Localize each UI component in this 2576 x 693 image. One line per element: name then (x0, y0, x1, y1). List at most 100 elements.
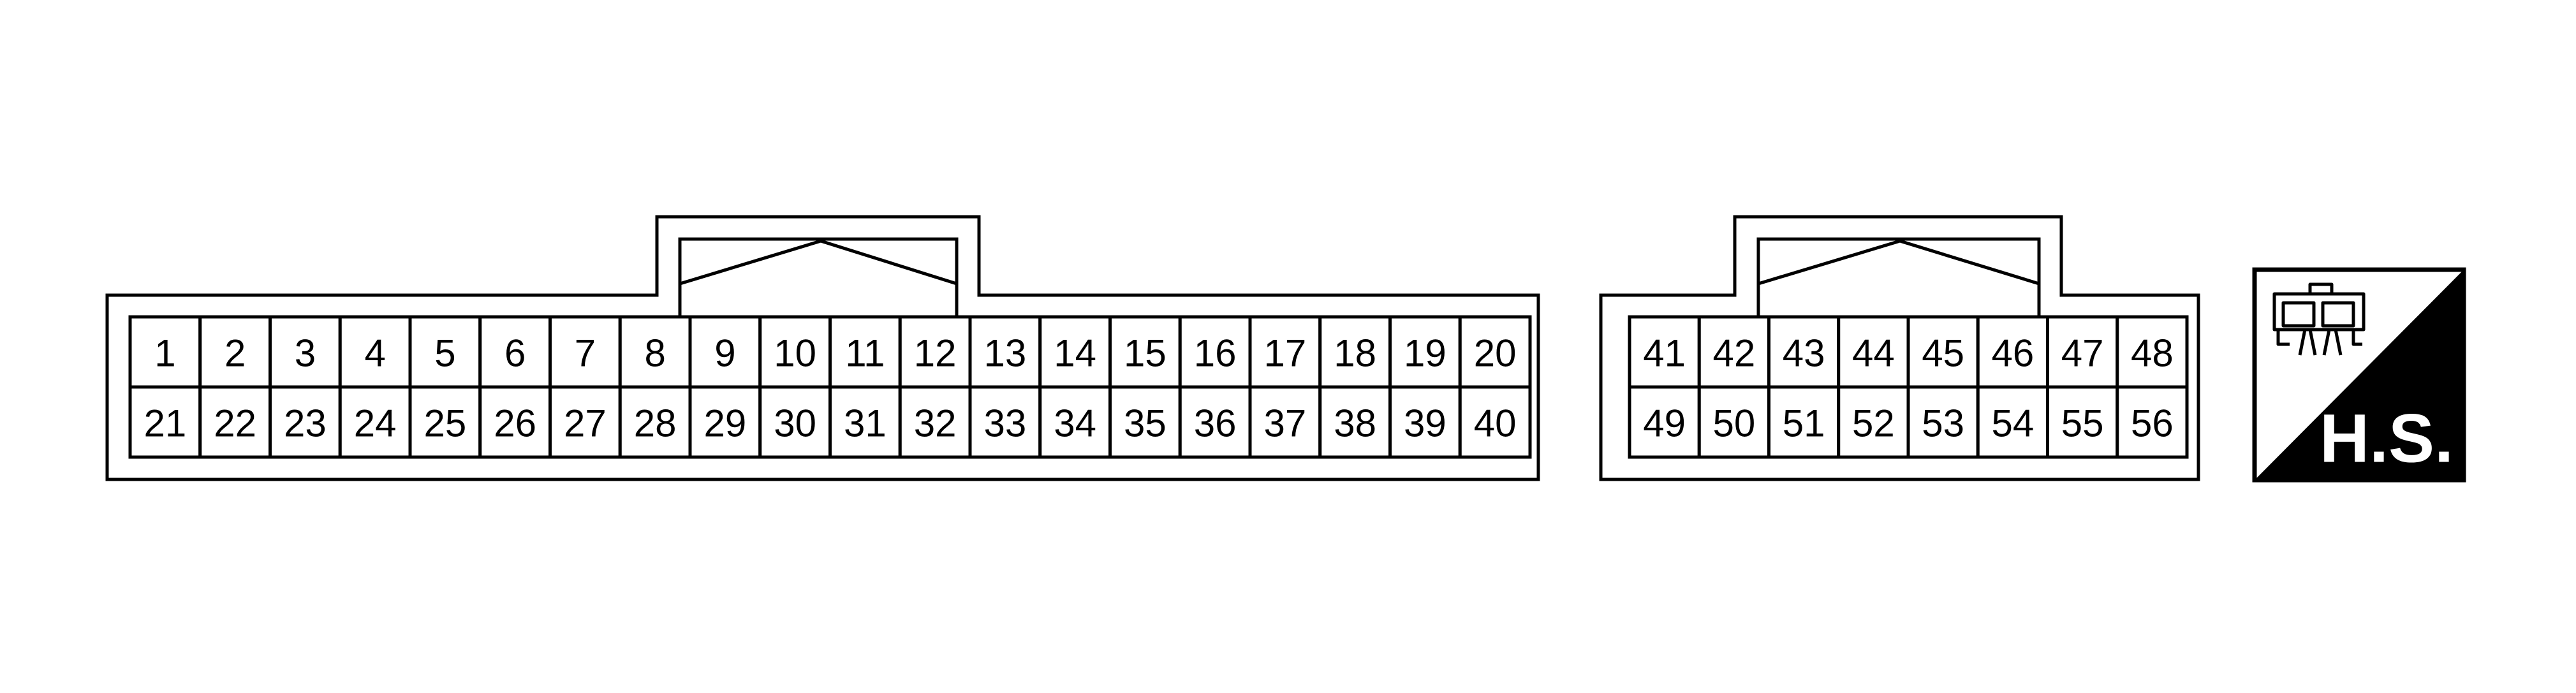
pin-cell-41: 41 (1628, 315, 1701, 389)
pin-cell-56: 56 (2116, 385, 2189, 459)
pin-number: 39 (1404, 402, 1446, 445)
pin-cell-49: 49 (1628, 385, 1701, 459)
pin-number: 42 (1713, 332, 1756, 375)
harness-side-symbol: H.S. (2252, 267, 2466, 483)
pin-cell-21: 21 (128, 385, 202, 459)
pin-number: 40 (1474, 402, 1517, 445)
pin-box (2116, 385, 2189, 459)
pin-cell-46: 46 (1976, 315, 2049, 389)
pin-number: 10 (774, 332, 816, 375)
pin-cell-26: 26 (478, 385, 552, 459)
pin-cell-43: 43 (1767, 315, 1841, 389)
pin-number: 2 (224, 332, 246, 375)
pin-number: 15 (1124, 332, 1167, 375)
pin-cell-52: 52 (1837, 385, 1910, 459)
pin-number: 44 (1852, 332, 1895, 375)
pin-cell-8: 8 (618, 315, 692, 389)
pin-cell-17: 17 (1248, 315, 1322, 389)
pin-cell-29: 29 (688, 385, 762, 459)
pin-box (1318, 315, 1392, 389)
pin-cell-39: 39 (1388, 385, 1462, 459)
connector-left-latch (678, 237, 959, 317)
pin-box (1628, 315, 1701, 389)
pin-number: 54 (1992, 402, 2035, 445)
pin-cell-9: 9 (688, 315, 762, 389)
pin-number: 30 (774, 402, 816, 445)
pin-box (1318, 385, 1392, 459)
pin-cell-2: 2 (198, 315, 272, 389)
pin-cell-14: 14 (1038, 315, 1112, 389)
pin-cell-19: 19 (1388, 315, 1462, 389)
pin-number: 7 (575, 332, 596, 375)
pin-number: 9 (714, 332, 735, 375)
pin-number: 48 (2131, 332, 2174, 375)
pin-number: 50 (1713, 402, 1756, 445)
pin-cell-44: 44 (1837, 315, 1910, 389)
pin-cell-54: 54 (1976, 385, 2049, 459)
connector-left-housing (105, 215, 1540, 481)
pin-box (269, 385, 342, 459)
pin-number: 36 (1194, 402, 1237, 445)
pin-box (758, 385, 832, 459)
pin-cell-11: 11 (828, 315, 902, 389)
symbol-black-triangle (2255, 270, 2464, 480)
pin-number: 16 (1194, 332, 1237, 375)
pin-cell-10: 10 (758, 315, 832, 389)
connector-harness-side-icon (2272, 282, 2366, 356)
pin-cell-20: 20 (1458, 315, 1532, 389)
pin-cell-28: 28 (618, 385, 692, 459)
pin-box (128, 385, 202, 459)
pin-cell-40: 40 (1458, 385, 1532, 459)
pin-box (1108, 385, 1182, 459)
harness-side-label: H.S. (2320, 400, 2454, 477)
pin-cell-31: 31 (828, 385, 902, 459)
pin-number: 41 (1643, 332, 1686, 375)
pin-number: 19 (1404, 332, 1446, 375)
pin-cell-47: 47 (2046, 315, 2119, 389)
pin-box (478, 385, 552, 459)
pin-cell-27: 27 (548, 385, 622, 459)
pin-number: 27 (564, 402, 607, 445)
pin-number: 11 (845, 332, 885, 375)
pin-box (1976, 315, 2049, 389)
pin-number: 21 (144, 402, 187, 445)
pin-box (1038, 385, 1112, 459)
pin-number: 25 (424, 402, 467, 445)
pin-cell-5: 5 (408, 315, 482, 389)
pin-cell-45: 45 (1906, 315, 1980, 389)
pin-number: 34 (1054, 402, 1096, 445)
pin-number: 31 (844, 402, 887, 445)
pin-cell-38: 38 (1318, 385, 1392, 459)
pin-cell-35: 35 (1108, 385, 1182, 459)
pin-cell-7: 7 (548, 315, 622, 389)
pin-number: 18 (1334, 332, 1376, 375)
pin-number: 3 (295, 332, 316, 375)
pin-box (1458, 385, 1532, 459)
pin-box (1178, 385, 1252, 459)
pin-box (618, 385, 692, 459)
pin-cell-42: 42 (1697, 315, 1770, 389)
pin-number: 1 (154, 332, 175, 375)
pin-number: 22 (214, 402, 256, 445)
pin-box (1248, 385, 1322, 459)
pin-box (198, 315, 272, 389)
pin-number: 20 (1474, 332, 1517, 375)
pin-number: 28 (634, 402, 677, 445)
pin-number: 17 (1264, 332, 1307, 375)
pin-cell-55: 55 (2046, 385, 2119, 459)
pin-cell-50: 50 (1697, 385, 1770, 459)
connector-right-latch (1756, 237, 2041, 317)
pin-cell-22: 22 (198, 385, 272, 459)
pin-number: 47 (2061, 332, 2104, 375)
pin-box (1976, 385, 2049, 459)
pin-number: 35 (1124, 402, 1167, 445)
pin-number: 46 (1992, 332, 2035, 375)
pin-cell-51: 51 (1767, 385, 1841, 459)
pin-box (1837, 315, 1910, 389)
pin-box (2116, 315, 2189, 389)
pin-cell-23: 23 (269, 385, 342, 459)
